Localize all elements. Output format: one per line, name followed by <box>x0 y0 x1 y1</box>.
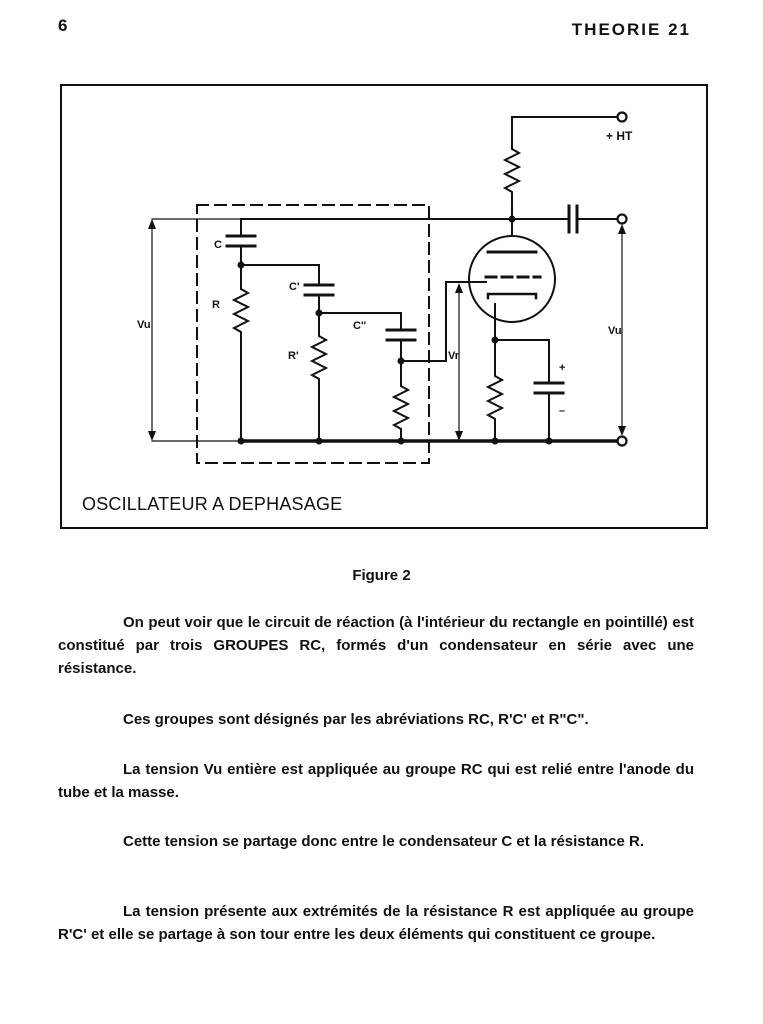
output-terminal-top <box>616 213 628 225</box>
c-second-label: C'' <box>353 320 367 332</box>
vu-right-arrow <box>618 224 626 436</box>
vacuum-tube <box>445 218 556 341</box>
ht-label: + HT <box>606 129 633 143</box>
vu-left-arrow <box>148 218 242 442</box>
anode-resistor <box>502 140 522 220</box>
vu-right-label: Vu <box>608 325 622 337</box>
vr-label: Vr <box>448 350 460 362</box>
paragraph: Cette tension se partage donc entre le c… <box>123 833 644 850</box>
capacitor-c <box>225 234 257 248</box>
c-label: C <box>214 239 222 251</box>
output-coupling-capacitor <box>567 204 579 234</box>
r-label: R <box>212 299 220 311</box>
capacitor-c-second <box>385 328 417 342</box>
resistor-r <box>231 264 251 442</box>
resistor-r-second <box>391 360 411 442</box>
output-terminal-bottom <box>616 435 628 447</box>
plus-label: + <box>559 362 565 374</box>
vu-left-label: Vu <box>137 319 151 331</box>
paragraph: La tension Vu entière est appliquée au g… <box>58 761 694 801</box>
minus-label: – <box>559 405 565 417</box>
ht-terminal <box>511 111 628 142</box>
r-prime-label: R' <box>288 350 299 362</box>
feedback-network-box <box>196 204 430 464</box>
cathode-capacitor <box>533 381 565 442</box>
vr-arrow <box>455 283 463 441</box>
c-prime-label: C' <box>289 281 300 293</box>
figure-frame: + HT <box>60 84 708 529</box>
circuit-diagram: + HT <box>137 111 633 464</box>
page-number: 6 <box>58 16 68 35</box>
paragraph: Ces groupes sont désignés par les abrévi… <box>123 711 589 728</box>
cathode-resistor <box>485 339 505 442</box>
running-title: THEORIE 21 <box>571 20 691 39</box>
capacitor-c-prime <box>303 283 335 297</box>
figure-title: OSCILLATEUR A DEPHASAGE <box>82 494 343 514</box>
resistor-r-prime <box>309 312 329 442</box>
paragraph: On peut voir que le circuit de réaction … <box>58 614 694 677</box>
paragraph: La tension présente aux extrémités de la… <box>58 903 694 943</box>
figure-caption: Figure 2 <box>352 567 411 584</box>
